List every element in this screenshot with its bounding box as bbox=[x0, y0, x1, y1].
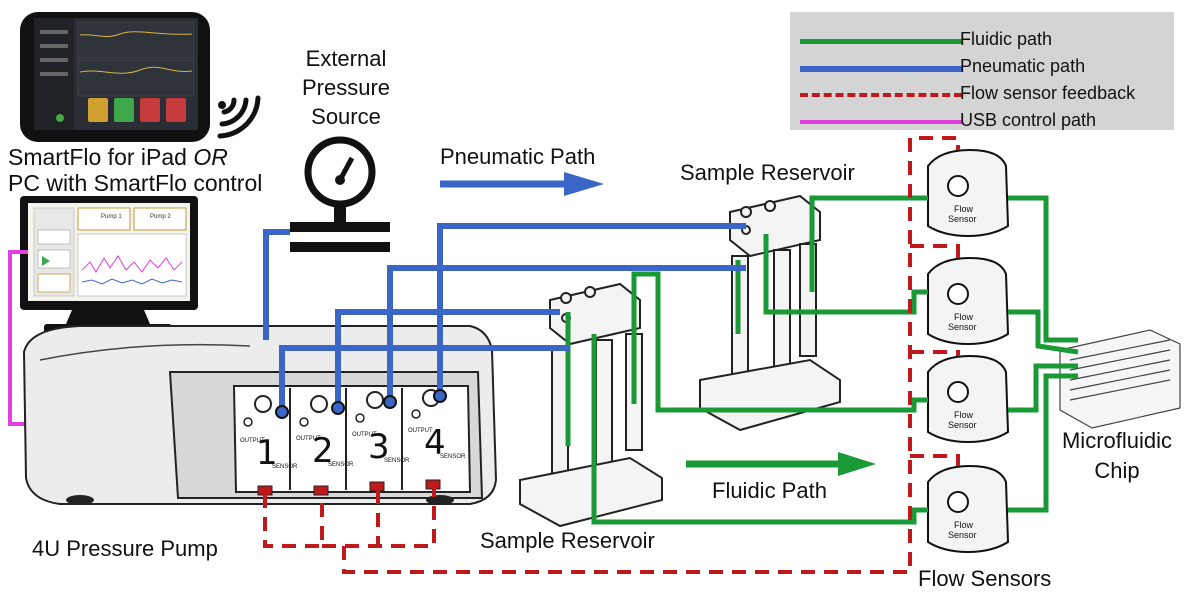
legend-item-fluidic: Fluidic path bbox=[790, 29, 1174, 53]
smartflo-caption: SmartFlo for iPad OR PC with SmartFlo co… bbox=[8, 144, 262, 196]
legend-usb-swatch bbox=[800, 120, 962, 124]
smartflo-or-text: OR bbox=[193, 144, 228, 170]
fluidic-paths bbox=[565, 195, 1079, 525]
output-label-4: OUTPUT bbox=[408, 428, 433, 434]
legend-fluidic-label: Fluidic path bbox=[960, 29, 1053, 49]
sample-reservoir-bottom bbox=[519, 282, 663, 528]
pc-monitor bbox=[20, 196, 198, 340]
pneumatic-arrowhead bbox=[564, 172, 604, 196]
legend: Fluidic path Pneumatic path Flow sensor … bbox=[790, 12, 1174, 130]
pump-label: 4U Pressure Pump bbox=[32, 536, 218, 561]
wireless-signal-icon bbox=[217, 95, 261, 139]
sensor4-flow-text: Flow bbox=[954, 520, 974, 530]
microfluidic-line1: Microfluidic bbox=[1061, 428, 1173, 453]
flow-sensor-1 bbox=[927, 148, 1010, 238]
sensor2-sensor-text: Sensor bbox=[948, 322, 977, 332]
pressure-pump-body bbox=[22, 325, 498, 505]
channel-3-number: 3 bbox=[368, 427, 390, 467]
ipad-device bbox=[20, 12, 210, 142]
sensor1-flow-text: Flow bbox=[954, 204, 974, 214]
sensor3-flow-text: Flow bbox=[954, 410, 974, 420]
sensor3-sensor-text: Sensor bbox=[948, 420, 977, 430]
sample-reservoir-top-label: Sample Reservoir bbox=[680, 160, 855, 185]
legend-item-usb: USB control path bbox=[790, 110, 1174, 134]
channel-4-number: 4 bbox=[424, 423, 446, 463]
legend-pneumatic-label: Pneumatic path bbox=[960, 56, 1086, 76]
smartflo-ipad-text: SmartFlo for iPad bbox=[8, 144, 194, 170]
flow-sensors-label: Flow Sensors bbox=[918, 566, 1052, 591]
flow-sensor-3 bbox=[927, 354, 1010, 444]
legend-fluidic-swatch bbox=[800, 39, 962, 44]
pneumatic-path-label: Pneumatic Path bbox=[440, 144, 596, 169]
flow-sensor-4 bbox=[927, 464, 1010, 554]
sensor2-flow-text: Flow bbox=[954, 312, 974, 322]
flow-sensor-2 bbox=[927, 256, 1010, 346]
legend-pneumatic-swatch bbox=[800, 66, 962, 72]
pneumatic-paths bbox=[263, 223, 746, 410]
external-pressure-line1: External bbox=[305, 46, 387, 71]
output-label-2: OUTPUT bbox=[296, 436, 321, 442]
microfluidic-line2: Chip bbox=[1094, 458, 1140, 483]
legend-item-feedback: Flow sensor feedback bbox=[790, 83, 1174, 107]
smartflo-pc-text: PC with SmartFlo control bbox=[8, 170, 263, 196]
channel-1-number: 1 bbox=[256, 433, 278, 473]
sensor-label-4: SENSOR bbox=[440, 454, 466, 460]
output-label-3: OUTPUT bbox=[352, 432, 377, 438]
sensor-label-3: SENSOR bbox=[384, 458, 410, 464]
monitor-pump1-label: Pump 1 bbox=[101, 214, 122, 220]
pressure-gauge-icon bbox=[290, 136, 390, 252]
legend-usb-label: USB control path bbox=[960, 110, 1097, 130]
fluidic-arrowhead bbox=[838, 452, 876, 476]
feedback-paths bbox=[263, 136, 960, 574]
legend-feedback-swatch bbox=[800, 93, 962, 97]
sensor4-sensor-text: Sensor bbox=[948, 530, 977, 540]
microfluidic-chip-caption: Microfluidic Chip bbox=[1052, 426, 1182, 486]
sensor1-sensor-text: Sensor bbox=[948, 214, 977, 224]
sample-reservoir-bottom-label: Sample Reservoir bbox=[480, 528, 655, 553]
external-pressure-line2: Pressure bbox=[301, 75, 391, 100]
sensor-label-1: SENSOR bbox=[272, 464, 298, 470]
usb-control-path bbox=[8, 250, 28, 426]
sensor-label-2: SENSOR bbox=[328, 462, 354, 468]
channel-2-number: 2 bbox=[312, 431, 334, 471]
legend-feedback-label: Flow sensor feedback bbox=[960, 83, 1136, 103]
external-pressure-caption: External Pressure Source bbox=[290, 44, 402, 131]
monitor-pump2-label: Pump 2 bbox=[150, 214, 171, 220]
external-pressure-line3: Source bbox=[311, 104, 381, 129]
output-label-1: OUTPUT bbox=[240, 438, 265, 444]
legend-item-pneumatic: Pneumatic path bbox=[790, 56, 1174, 80]
fluidic-path-label: Fluidic Path bbox=[712, 478, 827, 503]
microfluidic-chip bbox=[1059, 329, 1181, 429]
